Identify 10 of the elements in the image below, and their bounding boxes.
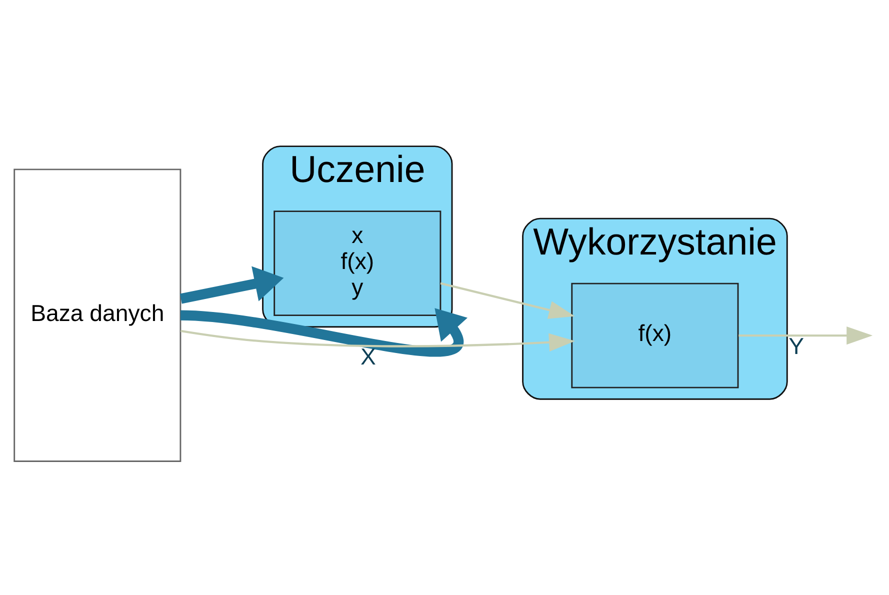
node-box: f(x) bbox=[571, 282, 739, 388]
arrow bbox=[440, 282, 575, 318]
edge-label: Y bbox=[788, 332, 804, 359]
arrow bbox=[180, 308, 468, 356]
arrow bbox=[180, 329, 576, 351]
node-box: x f(x) y bbox=[274, 210, 442, 316]
edge-label: X bbox=[360, 343, 376, 370]
arrow bbox=[738, 326, 873, 344]
arrow bbox=[180, 266, 284, 304]
node-box: Baza danych bbox=[14, 168, 182, 462]
